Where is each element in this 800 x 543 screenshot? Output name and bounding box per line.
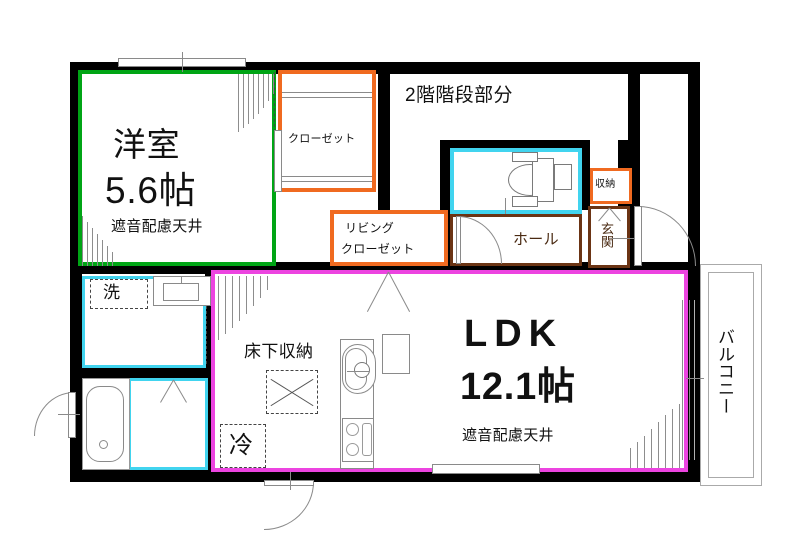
toilet-sidepanel-icon (554, 164, 572, 190)
closet-shelf-bot-2 (282, 181, 372, 182)
kitchen-upper-cabinet (382, 334, 410, 374)
washer-label: 洗 (103, 283, 121, 302)
closet-label: クローゼット (288, 133, 356, 145)
stairs-area-label: 2階階段部分 (405, 85, 513, 106)
wall-toilet-top (440, 140, 590, 150)
balcony-tick (686, 378, 704, 379)
bedroom-size: 5.6帖 (105, 170, 197, 211)
washer-space (90, 279, 148, 309)
closet-door-panel (274, 130, 282, 192)
bedroom-ceiling-note: 遮音配慮天井 (111, 218, 203, 235)
kitchen-faucet-ring (354, 362, 370, 378)
balcony-rail-line (694, 300, 695, 460)
closet-shelf-top-1 (282, 92, 372, 93)
wall-top-mid (378, 62, 390, 212)
toilet-lid-icon (512, 152, 538, 162)
ldk-name: LDK (464, 313, 564, 355)
wall-wet-right (205, 272, 215, 482)
entrance-fold-mark (592, 207, 626, 224)
entrance-step-line (612, 238, 638, 239)
room-living-closet[interactable] (330, 210, 448, 266)
bathtub-icon (86, 386, 124, 462)
bedroom-window-hatch-2 (80, 216, 118, 266)
bath-door-fold-mark (160, 379, 187, 403)
living-closet-label-2: クローゼット (341, 242, 415, 256)
room-closet[interactable] (278, 70, 376, 192)
vanity-faucet (181, 276, 182, 284)
storage-label: 収納 (595, 179, 616, 190)
bedroom-name: 洋室 (113, 126, 181, 163)
toilet-base-icon (512, 196, 538, 207)
kitchen-faucet-arm (347, 371, 369, 372)
wall-corridor-top (628, 62, 700, 74)
kitchen-stove-icon (342, 418, 374, 462)
living-closet-label-1: リビング (345, 221, 394, 235)
fridge-label: 冷 (229, 432, 254, 459)
closet-shelf-top-2 (282, 97, 372, 98)
room-bedroom[interactable] (78, 70, 276, 266)
ldk-entry-door-swing (264, 482, 314, 530)
balcony-label: バルコニー (715, 328, 734, 415)
wall-left-mid (70, 272, 82, 382)
wall-entry-left (580, 140, 590, 210)
wall-toilet-left (440, 140, 450, 270)
wall-top-stairs (378, 62, 628, 74)
room-ldk[interactable] (211, 270, 688, 472)
balcony-inner-outline (708, 272, 754, 478)
ldk-ceiling-note: 遮音配慮天井 (462, 427, 554, 444)
hall-door-leaf (456, 216, 461, 264)
ldk-window-frame-bottom (432, 464, 540, 474)
ldk-size: 12.1帖 (460, 366, 576, 408)
ldk-window-hatch-left (216, 276, 272, 340)
entrance-label: 玄関 (599, 222, 614, 249)
room-storage[interactable] (590, 168, 632, 204)
toilet-tank-icon (532, 158, 554, 202)
bath-entry-leaf (68, 392, 76, 438)
wall-bottom (70, 470, 700, 482)
hall-label: ホール (513, 231, 559, 248)
vanity-bowl (163, 283, 199, 301)
ldk-balcony-door-frame (682, 300, 690, 460)
entrance-door-leaf (634, 206, 642, 266)
wall-corridor-right (688, 62, 700, 272)
bedroom-window-mullion (182, 52, 183, 72)
room-entrance[interactable] (588, 206, 630, 268)
underfloor-storage-hatch (266, 370, 318, 414)
ldk-window-hatch-right (626, 404, 684, 468)
closet-shelf-bot-1 (282, 176, 372, 177)
bedroom-window-hatch (236, 74, 276, 132)
fridge-space (220, 424, 266, 468)
toilet-door-mark (505, 198, 506, 220)
ldk-entry-door-mullion (290, 472, 291, 490)
wall-wet-divider (70, 368, 215, 378)
washroom-door-dash (204, 306, 207, 364)
bath-entry-line (58, 414, 80, 415)
underfloor-storage-label: 床下収納 (244, 342, 314, 361)
living-closet-fold-mark (340, 271, 436, 312)
ldk-entry-door-leaf (264, 480, 314, 486)
bathtub-drain-icon (99, 440, 108, 449)
closet-door-dashed (272, 72, 275, 132)
